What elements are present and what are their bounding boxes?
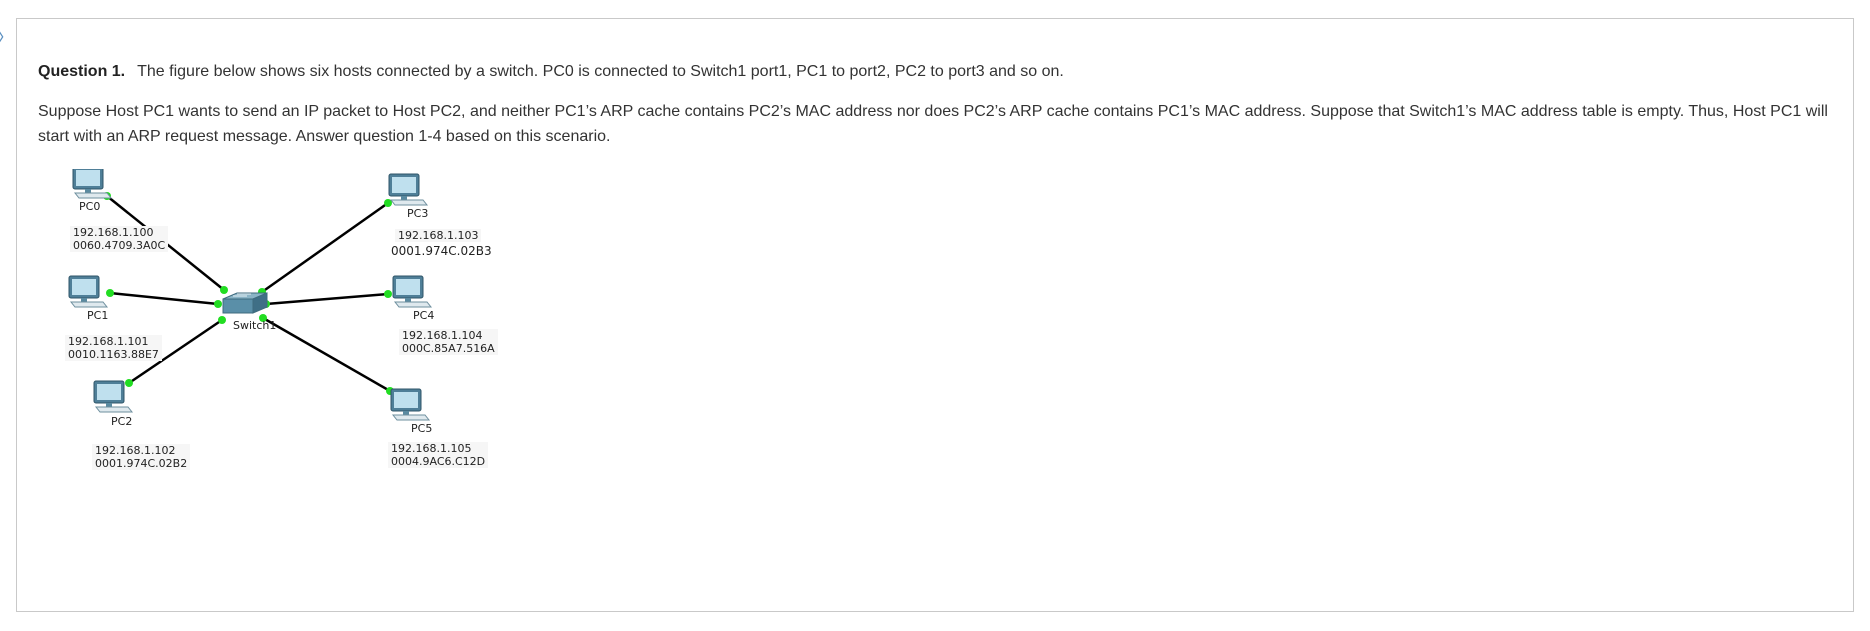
link-pc4	[265, 292, 389, 306]
pc3-computer-icon	[388, 173, 428, 206]
link-pc3	[261, 201, 389, 294]
pc0-address-box: 192.168.1.100 0060.4709.3A0C	[70, 226, 169, 252]
port-dot	[214, 300, 222, 308]
pc0-ip: 192.168.1.100	[73, 226, 154, 239]
question-intro: The figure below shows six hosts connect…	[137, 63, 1064, 80]
pc4-mac: 000C.85A7.516A	[402, 342, 495, 355]
pc2-ip: 192.168.1.102	[95, 444, 176, 457]
pc0-computer-icon	[72, 169, 112, 199]
port-dot	[384, 199, 392, 207]
pc5-ip: 192.168.1.105	[391, 442, 472, 455]
pc4-ip: 192.168.1.104	[402, 329, 483, 342]
pc0-label: PC0	[79, 200, 101, 213]
pc1-computer-icon	[68, 275, 108, 308]
pc3-mac: 0001.974C.02B3	[391, 244, 492, 258]
network-diagram: Switch1 PC0 192.168.1.100 0060.4709.3A0C…	[37, 169, 597, 589]
pc5-label: PC5	[411, 422, 433, 435]
pc5-computer-icon	[390, 388, 430, 421]
pc2-mac: 0001.974C.02B2	[95, 457, 188, 470]
port-dot	[106, 289, 114, 297]
question-scenario: Suppose Host PC1 wants to send an IP pac…	[38, 103, 1828, 145]
switch-icon	[222, 292, 268, 314]
pc4-address-box: 192.168.1.104 000C.85A7.516A	[399, 329, 498, 355]
switch-label: Switch1	[233, 319, 277, 332]
pc1-label: PC1	[87, 309, 109, 322]
pc2-label: PC2	[111, 415, 133, 428]
port-dot	[259, 314, 267, 322]
pc4-label: PC4	[413, 309, 435, 322]
network-diagram-canvas	[68, 169, 432, 421]
pc0-mac: 0060.4709.3A0C	[73, 239, 166, 252]
chevron-right-icon[interactable]: 〉	[0, 28, 14, 48]
link-pc5	[262, 316, 391, 393]
question-intro-line: Question 1. The figure below shows six ho…	[38, 63, 1064, 81]
link-pc1	[109, 291, 219, 306]
pc1-address-box: 192.168.1.101 0010.1163.88E7	[65, 335, 162, 361]
port-dot	[384, 290, 392, 298]
question-box: Question 1. The figure below shows six ho…	[16, 18, 1854, 612]
link-pc2	[128, 318, 223, 385]
port-dot	[218, 316, 226, 324]
pc3-label: PC3	[407, 207, 429, 220]
pc2-address-box: 192.168.1.102 0001.974C.02B2	[92, 444, 191, 470]
pc5-mac: 0004.9AC6.C12D	[391, 455, 486, 468]
pc1-mac: 0010.1163.88E7	[68, 348, 159, 361]
pc5-address-box: 192.168.1.105 0004.9AC6.C12D	[388, 442, 489, 468]
question-label: Question 1.	[38, 63, 126, 80]
port-dot	[220, 286, 228, 294]
pc3-ip: 192.168.1.103	[395, 229, 482, 242]
pc1-ip: 192.168.1.101	[68, 335, 149, 348]
port-dot	[125, 379, 133, 387]
pc4-computer-icon	[392, 275, 432, 308]
